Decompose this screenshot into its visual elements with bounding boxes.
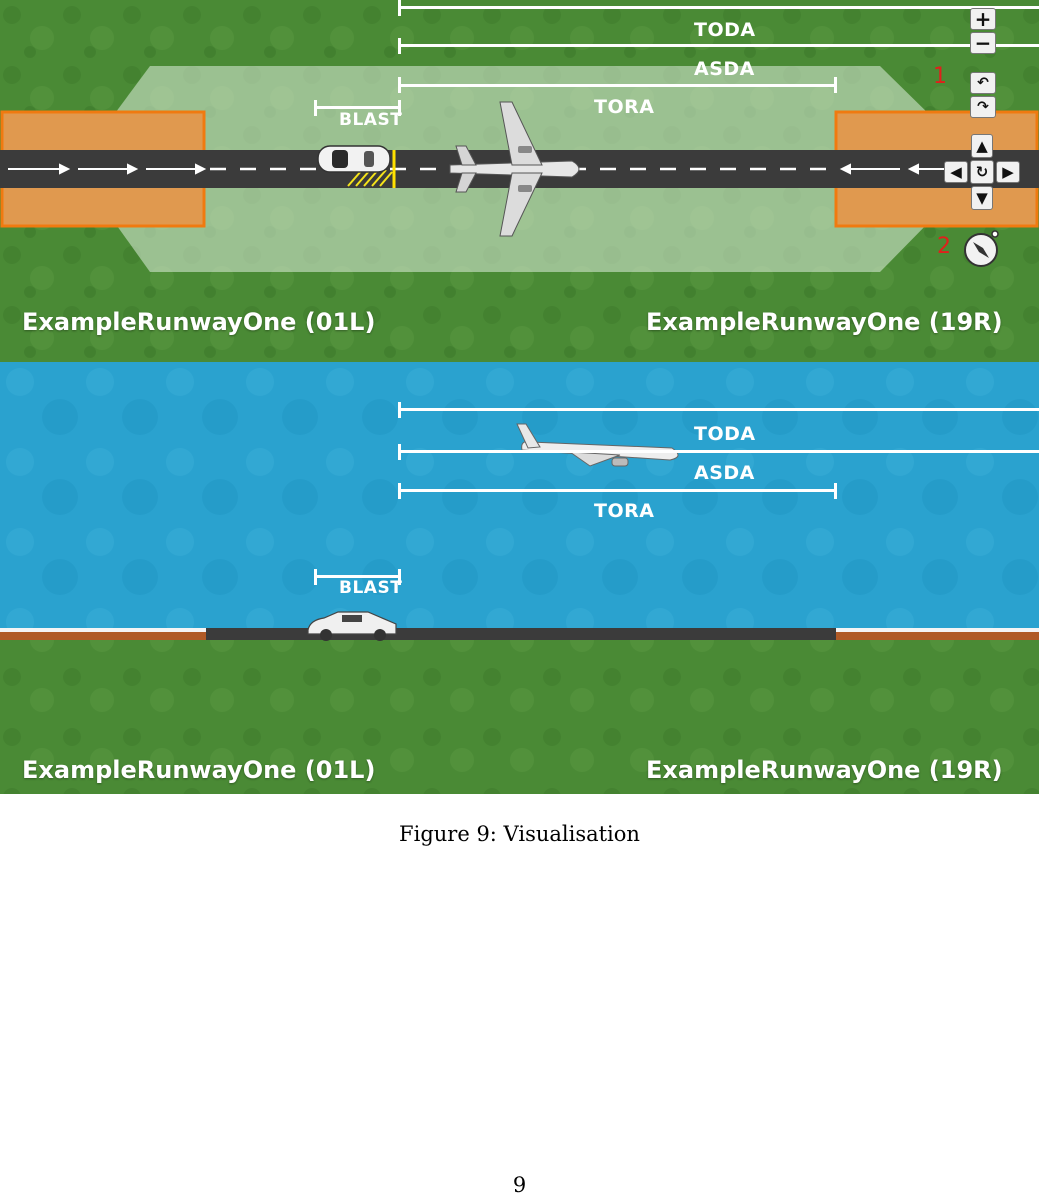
pan-right-icon: ▶ bbox=[1002, 163, 1014, 181]
blast-line bbox=[314, 106, 401, 109]
toda-label: TODA bbox=[694, 19, 756, 41]
top-down-view[interactable]: TODA ASDA TORA BLAST ExampleRunwayOne (0… bbox=[0, 0, 1039, 362]
side-tora-label: TORA bbox=[594, 500, 655, 522]
side-toda-line bbox=[398, 450, 1039, 453]
callout-number-1: 1 bbox=[933, 64, 947, 89]
asda-line bbox=[398, 84, 837, 87]
rotate-left-icon: ↶ bbox=[977, 75, 989, 91]
pan-left-button[interactable]: ◀ bbox=[944, 161, 968, 183]
reset-icon: ↻ bbox=[975, 163, 989, 181]
top-view-scene bbox=[0, 0, 1039, 362]
side-view-scene bbox=[0, 362, 1039, 794]
side-blast-label: BLAST bbox=[339, 578, 403, 598]
pan-up-button[interactable]: ▲ bbox=[971, 134, 993, 158]
runway-right-label: ExampleRunwayOne (19R) bbox=[646, 308, 1003, 336]
blast-label: BLAST bbox=[339, 110, 403, 130]
blast-hatching bbox=[347, 169, 393, 187]
callout-number-2: 2 bbox=[937, 234, 951, 259]
top-upper-line bbox=[398, 6, 1039, 9]
compass-icon bbox=[964, 230, 999, 267]
pan-down-icon: ▼ bbox=[976, 189, 988, 207]
runway-side-strip bbox=[206, 628, 836, 640]
side-asda-line bbox=[398, 489, 837, 492]
zoom-in-button[interactable]: + bbox=[970, 7, 996, 31]
side-toda-label: TODA bbox=[694, 423, 756, 445]
car-top-icon bbox=[317, 145, 391, 173]
rotate-left-button[interactable]: ↶ bbox=[970, 72, 996, 94]
side-runway-left-label: ExampleRunwayOne (01L) bbox=[22, 756, 376, 784]
pan-up-icon: ▲ bbox=[976, 137, 988, 155]
reset-view-button[interactable]: ↻ bbox=[970, 160, 994, 184]
page-number: 9 bbox=[512, 1173, 527, 1197]
pan-left-icon: ◀ bbox=[950, 163, 962, 181]
sky-area bbox=[0, 362, 1039, 634]
car-side-icon bbox=[307, 611, 397, 641]
figure-caption: Figure 9: Visualisation bbox=[399, 822, 640, 846]
pan-down-button[interactable]: ▼ bbox=[971, 186, 993, 210]
side-runway-right-label: ExampleRunwayOne (19R) bbox=[646, 756, 1003, 784]
left-direction-arrows bbox=[8, 163, 207, 175]
side-blast-line bbox=[314, 575, 401, 578]
asda-label: ASDA bbox=[694, 58, 755, 80]
tora-label: TORA bbox=[594, 96, 655, 118]
rotate-right-icon: ↷ bbox=[977, 99, 989, 115]
compass-button[interactable] bbox=[961, 228, 1001, 268]
rotate-right-button[interactable]: ↷ bbox=[970, 96, 996, 118]
side-asda-label: ASDA bbox=[694, 462, 755, 484]
toda-line bbox=[398, 44, 1039, 47]
plane-top-icon bbox=[449, 101, 580, 237]
stopway-side-left-edge bbox=[0, 628, 206, 632]
ground-area bbox=[0, 634, 1039, 794]
side-view[interactable]: TODA ASDA TORA BLAST ExampleRunwayOne (0… bbox=[0, 362, 1039, 794]
zoom-out-button[interactable]: − bbox=[970, 31, 996, 55]
runway-left-label: ExampleRunwayOne (01L) bbox=[22, 308, 376, 336]
pan-control-pad: ▲ ▼ ◀ ▶ ↻ bbox=[944, 134, 1020, 210]
side-top-upper-line bbox=[398, 408, 1039, 411]
pan-right-button[interactable]: ▶ bbox=[996, 161, 1020, 183]
stopway-side-right-edge bbox=[836, 628, 1039, 632]
